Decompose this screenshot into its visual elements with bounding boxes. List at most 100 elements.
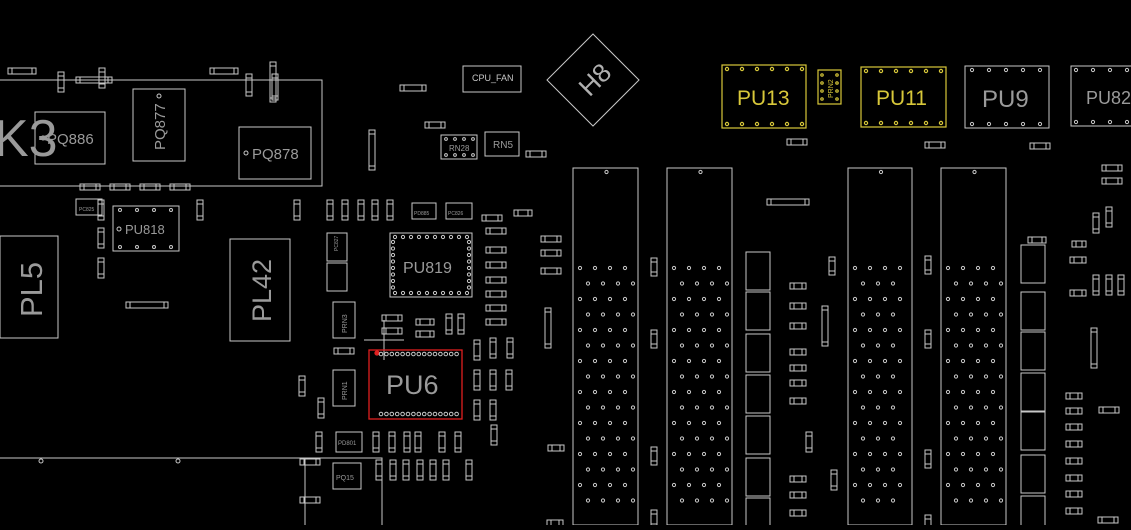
h8-outline[interactable] [546, 33, 640, 127]
passive-component [57, 71, 65, 93]
connector-pin [945, 420, 951, 426]
connector-pin [897, 327, 903, 333]
connector-pin [852, 265, 858, 271]
pu6-pin [394, 351, 400, 357]
prn2-pin [820, 89, 824, 93]
passive-component [299, 496, 321, 504]
ic-package [1020, 495, 1046, 527]
connector-key-pin [878, 169, 884, 175]
passive-component [424, 121, 446, 129]
connector-2-outline[interactable] [666, 167, 733, 526]
passive-component [438, 431, 446, 453]
connector-pin [882, 358, 888, 364]
passive-component [789, 364, 807, 372]
connector-pin [686, 327, 692, 333]
passive-component [1065, 507, 1083, 515]
pl5-outline[interactable] [0, 235, 59, 339]
passive-component [1065, 440, 1083, 448]
passive-component [317, 397, 325, 419]
pu13-pin [724, 121, 730, 127]
pu819-label: PU819 [403, 260, 452, 277]
pu819-outline[interactable] [389, 232, 473, 298]
connector-pin [960, 327, 966, 333]
connector-pin [622, 482, 628, 488]
connector-pin [679, 343, 685, 348]
pq878-outline[interactable] [238, 126, 312, 180]
connector-pin [709, 467, 715, 472]
connector-pin [897, 389, 903, 395]
passive-component [789, 282, 807, 290]
connector-pin [592, 389, 598, 395]
pin-dot [156, 93, 162, 99]
pq886-outline[interactable] [34, 111, 106, 165]
prn2-outline[interactable] [817, 69, 842, 105]
connector-pin [953, 498, 959, 503]
passive-component [540, 249, 562, 257]
prn3-outline[interactable] [332, 301, 356, 339]
connector-pin [960, 296, 966, 302]
pu6-pin [411, 351, 416, 357]
prn1-outline[interactable] [332, 369, 356, 407]
pu819-pin [392, 234, 398, 240]
connector-pin [890, 498, 896, 503]
pu818-outline[interactable] [112, 205, 180, 252]
cpu-fan-outline[interactable] [462, 65, 522, 93]
passive-component [371, 199, 379, 221]
passive-component [1065, 490, 1083, 498]
pu6-pin [389, 351, 395, 357]
connector-4-outline[interactable] [940, 167, 1007, 526]
passive-component [1098, 406, 1120, 414]
connector-3-outline[interactable] [847, 167, 913, 526]
connector-pin [607, 358, 613, 364]
pc826-label: PC826 [448, 211, 464, 217]
passive-component [402, 459, 410, 481]
rn28-pin [453, 137, 457, 141]
passive-component [139, 183, 161, 191]
rn28-outline[interactable] [440, 134, 478, 160]
connector-pin [867, 389, 873, 395]
pu819-pin [432, 290, 438, 296]
connector-pin [983, 312, 989, 317]
pu82-pin [1073, 67, 1079, 73]
pq877-outline[interactable] [132, 88, 186, 162]
pu819-pin [466, 265, 472, 271]
connector-pin [998, 374, 1004, 379]
pu9-outline[interactable] [964, 65, 1050, 129]
pu82-label: PU82 [1086, 88, 1131, 108]
connector-pin [953, 405, 959, 410]
passive-component [415, 330, 435, 338]
prn1-label: PRN1 [342, 381, 349, 400]
rn5-outline[interactable] [484, 131, 520, 157]
pu11-outline[interactable] [860, 66, 947, 128]
pu6-pin [427, 351, 432, 357]
pu82-outline[interactable] [1070, 65, 1131, 127]
connector-pin [694, 498, 700, 503]
connector-pin [983, 281, 989, 286]
connector-pin [622, 327, 628, 333]
k3-outline [0, 79, 323, 187]
pl42-outline[interactable] [229, 238, 291, 342]
connector-pin [709, 405, 715, 410]
passive-component [489, 369, 497, 391]
pu819-pin [464, 290, 470, 296]
pd801-outline[interactable] [335, 431, 363, 453]
pd885-label: PD885 [414, 211, 430, 217]
passive-component [828, 256, 836, 276]
connector-pin [945, 482, 951, 488]
connector-pin [622, 358, 628, 364]
connector-pin [990, 265, 996, 271]
connector-1-outline[interactable] [572, 167, 639, 526]
connector-pin [852, 389, 858, 395]
pu6-outline[interactable] [368, 349, 463, 420]
connector-pin [701, 420, 707, 426]
ic-package [75, 198, 103, 216]
connector-pin [592, 265, 598, 271]
connector-pin [607, 327, 613, 333]
pu9-pin [986, 67, 992, 73]
pu13-outline[interactable] [721, 64, 807, 129]
connector-pin [607, 389, 613, 395]
pq15-outline[interactable] [332, 462, 362, 490]
connector-pin [592, 296, 598, 302]
